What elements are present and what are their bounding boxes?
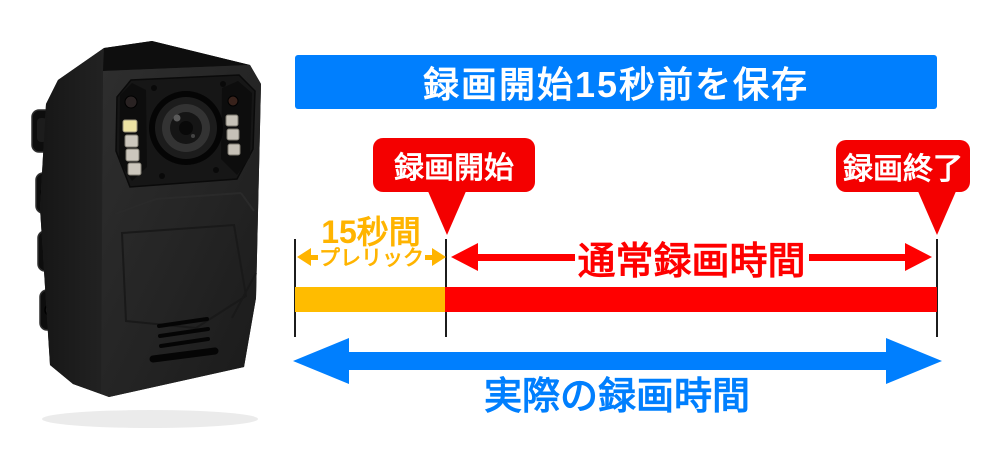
- body-camera-illustration: [31, 41, 261, 428]
- callout-recording-end: 録画終了: [836, 140, 970, 192]
- prerec-measure-arrow: プレリック: [297, 244, 446, 270]
- speaker-grille: [149, 317, 219, 363]
- arrow-tail: [478, 253, 575, 261]
- led-panel-right: [225, 95, 241, 156]
- callout-recording-start: 録画開始: [373, 138, 535, 192]
- led-panel-left: [122, 95, 142, 176]
- actual-record-arrow-shaft: [344, 352, 891, 370]
- arrow-tail: [425, 254, 432, 260]
- title-banner-text: 録画開始15秒前を保存: [422, 64, 810, 105]
- arrow-left-head-icon: [451, 243, 478, 271]
- prerec-mode-label: プレリック: [319, 247, 424, 270]
- arrow-left-head-icon: [293, 338, 349, 384]
- arrow-tail: [808, 253, 906, 261]
- callout-end-pointer: [917, 189, 957, 235]
- normal-record-measure-arrow: 通常録画時間: [451, 236, 933, 283]
- arrow-right-head-icon: [432, 248, 446, 266]
- normal-record-label: 通常録画時間: [577, 240, 806, 283]
- arrow-tail: [311, 254, 318, 260]
- callout-recording-end-text: 録画終了: [843, 153, 963, 186]
- timeline-bar-prerec: [295, 287, 445, 312]
- title-banner: 録画開始15秒前を保存: [295, 55, 937, 109]
- arrow-right-head-icon: [886, 338, 942, 384]
- prerec-duration-label: 15秒間: [321, 214, 421, 250]
- arrow-right-head-icon: [905, 243, 933, 271]
- camera-lens: [149, 91, 223, 165]
- tick-line-recording-end: [936, 239, 938, 337]
- timeline-bar-normal: [445, 287, 937, 312]
- callout-start-pointer: [427, 189, 467, 235]
- actual-record-label: 実際の録画時間: [483, 376, 750, 418]
- callout-recording-start-text: 録画開始: [394, 152, 514, 185]
- camera-shadow: [42, 410, 258, 428]
- arrow-left-head-icon: [297, 248, 311, 266]
